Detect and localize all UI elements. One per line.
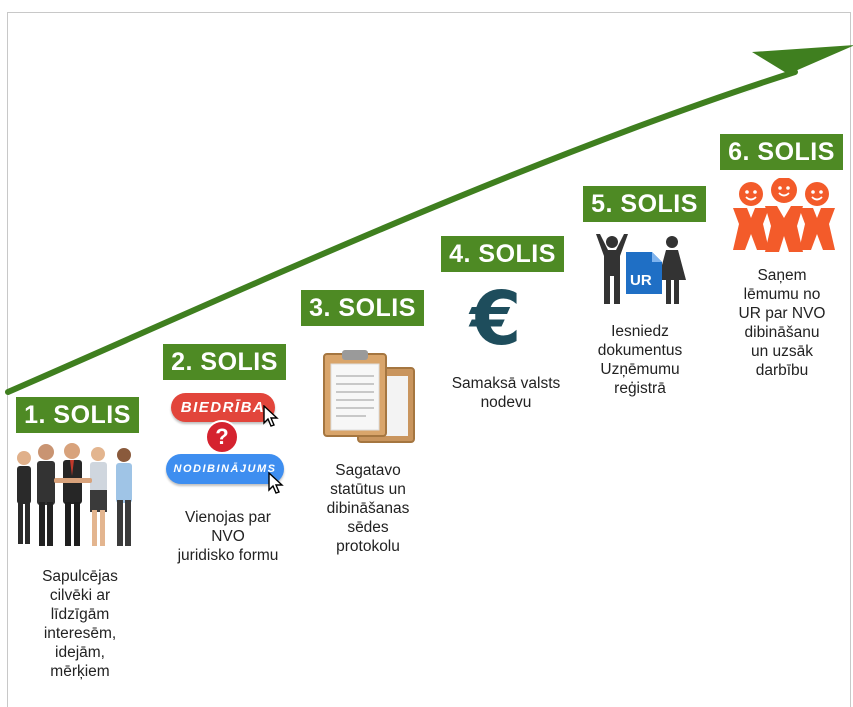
step-3-badge: 3. SOLIS: [301, 290, 424, 326]
happy-people-icon: [733, 178, 835, 252]
step-6-text-line: UR par NVO: [738, 305, 826, 322]
clipboard-documents-icon: [323, 350, 415, 443]
step-5-text-line: dokumentus: [597, 342, 683, 359]
question-mark-icon: ?: [205, 420, 239, 454]
step-4-text: Samaksā valsts nodevu: [436, 374, 576, 412]
step-2-text: Vienojas par NVO juridisko formu: [160, 508, 296, 565]
step-3-text-line: dibināšanas: [326, 500, 410, 517]
mouse-cursor-icon: [268, 472, 284, 494]
step-6-text-line: dibināšanu: [744, 324, 820, 341]
euro-icon: €: [470, 276, 522, 362]
step-1-text-line: mērķiem: [50, 663, 110, 680]
step-2-text-line: NVO: [211, 528, 245, 545]
option-nodibinajums-pill: NODIBINĀJUMS: [166, 454, 284, 484]
step-2-badge: 2. SOLIS: [163, 344, 286, 380]
step-4-text-line: nodevu: [480, 394, 532, 411]
step-3-text-line: sēdes: [347, 519, 389, 536]
step-1-text-line: cilvēki ar: [49, 587, 111, 604]
step-1-badge: 1. SOLIS: [16, 397, 139, 433]
diagram-frame: [7, 12, 851, 707]
step-3-text: Sagatavo statūtus un dibināšanas sēdes p…: [308, 461, 428, 556]
step-6-badge: 6. SOLIS: [720, 134, 843, 170]
step-6-text-line: un uzsāk: [750, 343, 814, 360]
option-biedriba-pill: BIEDRĪBA: [171, 393, 275, 422]
step-5-badge: 5. SOLIS: [583, 186, 706, 222]
step-5-text: Iesniedz dokumentus Uzņēmumu reģistrā: [580, 322, 700, 398]
step-5-text-line: reģistrā: [614, 380, 666, 397]
step-6-text: Saņem lēmumu no UR par NVO dibināšanu un…: [722, 266, 842, 380]
step-5-text-line: Iesniedz: [611, 323, 669, 340]
step-4-badge: 4. SOLIS: [441, 236, 564, 272]
group-of-people-icon: [17, 443, 132, 546]
step-1-text: Sapulcējas cilvēki ar līdzīgām interesēm…: [20, 567, 140, 681]
step-2-text-line: Vienojas par: [185, 509, 271, 526]
step-5-text-line: Uzņēmumu: [600, 361, 680, 378]
step-6-text-line: darbību: [755, 362, 809, 379]
step-3-text-line: statūtus un: [330, 481, 406, 498]
step-4-text-line: Samaksā valsts: [451, 375, 561, 392]
step-6-text-line: lēmumu no: [743, 286, 821, 303]
step-6-text-line: Saņem: [757, 267, 807, 284]
people-document-icon: [596, 234, 686, 304]
step-1-text-line: Sapulcējas: [42, 568, 118, 585]
mouse-cursor-icon: [263, 405, 279, 427]
step-1-text-line: interesēm,: [43, 625, 117, 642]
step-3-text-line: Sagatavo: [335, 462, 401, 479]
step-2-text-line: juridisko formu: [177, 547, 279, 564]
step-1-text-line: līdzīgām: [50, 606, 110, 623]
document-ur-label: UR: [630, 272, 652, 289]
step-3-text-line: protokolu: [336, 538, 400, 555]
step-1-text-line: idejām,: [55, 644, 105, 661]
